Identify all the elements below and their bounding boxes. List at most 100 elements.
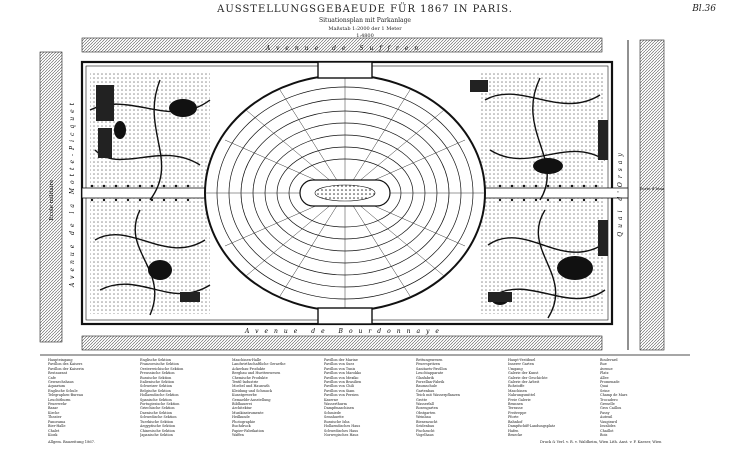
legend-entry: Dampfmaschinen [324, 406, 354, 411]
footer-left: Allgem. Bauzeitung 1867. [48, 440, 96, 444]
legend-entry: Bergbau und Huettenwesen [232, 371, 281, 376]
legend-entry: Franzoesische Sektion [140, 362, 179, 367]
plan-subtitle: Situationsplan mit Parkanlage [319, 17, 411, 24]
legend-entry: Rosengarten [416, 406, 438, 411]
legend-entry: Spanische Sektion [140, 397, 172, 402]
legend-entry: Ackerbau-Produkte [232, 366, 266, 371]
legend-entry: Bildhauerei [232, 402, 252, 407]
seine-bank [639, 39, 665, 351]
footer-right: Druck & Verl. v. R. v. Waldheim, Wien Li… [540, 440, 662, 444]
legend-entry: Rettungswesen [416, 358, 443, 362]
legend-entry: Photographie [232, 419, 256, 424]
legend-entry: Champ de Mars [600, 393, 628, 398]
legend-entry: Fischzucht [416, 428, 435, 433]
street-label-right: Quai d'Orsay [617, 149, 624, 237]
legend-entry: Griechische Sektion [140, 406, 175, 411]
legend-entry: Maschinen [508, 388, 527, 393]
legend-entry: Brunnen [508, 402, 523, 407]
legend-entry: Innerer Garten [508, 362, 534, 367]
legend-entry: Tuerkische Sektion [140, 419, 174, 424]
legend-entry: Feuerwehr [48, 402, 67, 407]
vestibule-bottom [317, 307, 373, 325]
legend-entry: Quai [600, 384, 609, 389]
legend-entry: Russische Isba [324, 419, 350, 424]
legend-entry: Bienenzucht [416, 419, 438, 424]
legend-entry: Belgische Sektion [140, 388, 171, 393]
legend-entry: Haupt-Vestibuel [508, 358, 536, 362]
legend-entry: Freie Galerie [508, 397, 531, 402]
legend-entry: Leuchtapparate [416, 371, 444, 376]
legend-entry: Theater [48, 415, 62, 420]
legend-entry: Kunstgewerbe [232, 393, 257, 398]
legend-col-2: Englische Sektion Franzoesische Sektion … [140, 358, 228, 440]
legend-entry: Schwedisches Haus [324, 428, 359, 433]
legend-entry: Pavillon von Siam [324, 388, 355, 393]
legend-entry: Freitreppe [508, 410, 527, 415]
legend-entry: Gartenbau [416, 388, 435, 393]
legend-entry: Pavillon von Suez [324, 362, 355, 367]
ecole-militaire-label: Ecole militaire [49, 180, 55, 221]
garden-paths [89, 77, 606, 319]
legend-entry: Platz [600, 371, 609, 376]
legend-entry: Portugiesische Sektion [140, 402, 180, 407]
legend-entry: Teich mit Wasserpflanzen [416, 393, 460, 398]
city-block-bottom [81, 335, 603, 351]
bridge-label: Porte d'Iéna [640, 186, 665, 191]
legend-col-3: Maschinen-Halle Landwirthschaftliche Ger… [232, 358, 320, 440]
legend-entry: Kirche [48, 410, 60, 415]
legend-entry: Japanische Sektion [140, 432, 173, 437]
legend-entry: Hafen [508, 428, 519, 433]
plan-scale-detail: 1:4800 [356, 33, 374, 39]
legend-entry: Galerie der Kunst [508, 371, 539, 376]
street-label-top: Avenue de Suffren [265, 45, 424, 52]
legend-entry: Seine [600, 388, 610, 393]
legend-entry: Italienische Sektion [140, 380, 175, 385]
city-block-top [81, 37, 603, 53]
legend-entry: Chalet [48, 428, 60, 433]
legend-col-6: Haupt-Vestibuel Innerer Garten Umgang Ga… [508, 358, 596, 440]
legend-entry: Norwegisches Haus [324, 432, 359, 437]
legend-entry: Daenische Sektion [140, 410, 172, 415]
legend-entry: Dampfschiff-Landungsplatz [508, 424, 556, 429]
legend-entry: Pavillon von Marokko [324, 371, 362, 376]
legend-entry: Preussische Sektion [140, 371, 175, 376]
legend-entry: Chinesische Sektion [140, 428, 175, 433]
legend-entry: Russische Sektion [140, 375, 172, 380]
legend-entry: Rohstoffe [508, 384, 525, 389]
legend-entry: Pavillon der Marine [324, 358, 358, 362]
legend-entry: Pavillon des Kaisers [48, 362, 83, 367]
legend-entry: Restaurant [48, 371, 68, 376]
legend-col-1: Haupteingang Pavillon des Kaisers Pavill… [48, 358, 136, 440]
legend-entry: Trocadero [600, 397, 618, 402]
legend-entry: Kleidung und Schmuck [232, 388, 272, 393]
legend-entry: Haupteingang [48, 358, 73, 362]
axis-trees [90, 184, 598, 202]
legend-entry: Bier-Halle [48, 424, 66, 429]
legend-entry: Wasserfall [416, 402, 434, 407]
plan-scale: Maßstab 1:2000 der 1 Meter [328, 26, 402, 32]
legend-entry: Gewaechshaus [48, 380, 74, 385]
legend-entry: Umgang [508, 366, 523, 371]
legend-entry: Bois [600, 432, 608, 437]
legend-entry: Weinbau [416, 415, 431, 420]
site-plan-map: Avenue de Suffren Avenue de Bourdonnaye … [39, 37, 690, 356]
legend-entry: Panorama [48, 419, 66, 424]
legend-entry: Musikinstrumente [232, 410, 264, 415]
legend-entry: Grenelle [600, 402, 615, 407]
legend-entry: Pavillon von Tunis [324, 366, 356, 371]
legend-entry: Englische Schule [48, 388, 78, 393]
legend-entry: Buchdruck [232, 424, 251, 429]
legend-entry: Galerie der Arbeit [508, 380, 540, 385]
legend-entry: Schwedische Sektion [140, 415, 177, 420]
legend-entry: Sennhuette [324, 415, 344, 420]
legend-entry: Landwirthschaftliche Geraethe [232, 362, 286, 367]
legend-entry: Textil-Industrie [232, 380, 259, 385]
legend-entry: Telegraphen-Bureau [48, 393, 84, 398]
legend-entry: Schweizer Sektion [140, 384, 172, 389]
legend-entry: Boulevard [600, 358, 618, 362]
legend-entry: Allee [600, 375, 609, 380]
street-label-left: Avenue de la Motte-Picquet [69, 99, 76, 288]
legend-entry: Heilkunde [232, 415, 250, 420]
legend-entry: Feuerspritzen [416, 362, 440, 367]
city-block-left [39, 51, 63, 343]
